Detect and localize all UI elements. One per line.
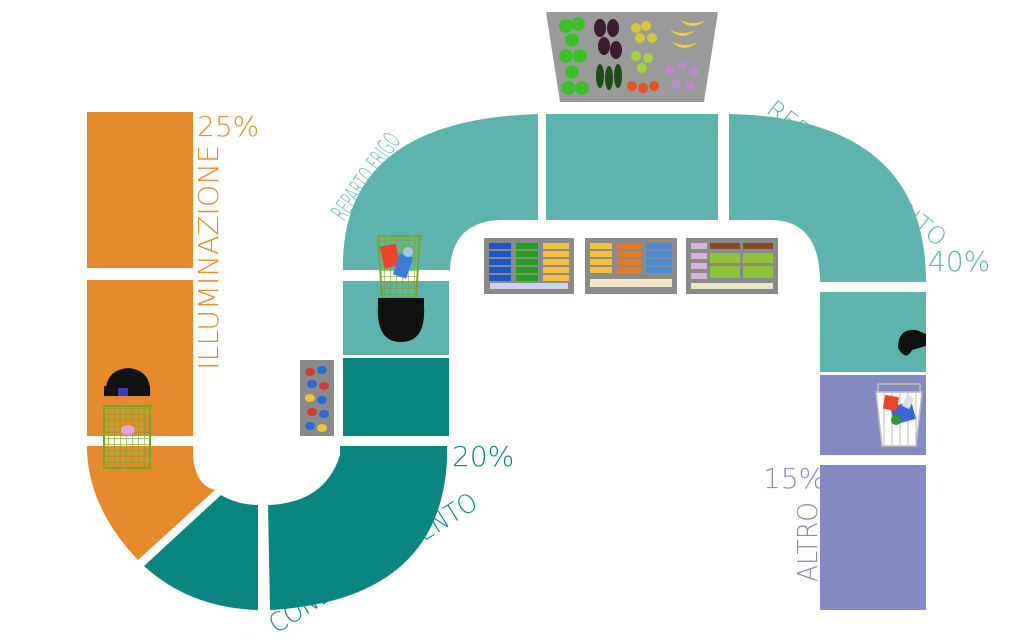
fruit-vegetable-display-icon — [546, 12, 718, 102]
shopper-with-cart-icon — [376, 235, 425, 342]
condizionamento-curve-right — [268, 446, 447, 610]
percent-illuminazione: 25% — [197, 110, 259, 143]
percent-refrigeramento: 40% — [928, 245, 990, 278]
percent-condizionamento: 20% — [452, 440, 514, 473]
condizionamento-block-1 — [343, 358, 449, 436]
label-altro: ALTRO — [791, 502, 824, 582]
condizionamento-curve-left — [144, 495, 258, 610]
illuminazione-block-1 — [87, 112, 193, 268]
product-bin-icon — [300, 360, 334, 436]
reparto-frigo-block-2 — [546, 114, 718, 220]
label-illuminazione: ILLUMINAZIONE — [192, 145, 225, 370]
reparto-frigo-curve — [342, 114, 538, 270]
refrigeramento-curve — [729, 114, 926, 282]
segment-illuminazione — [87, 112, 215, 560]
illuminazione-curve — [87, 446, 215, 560]
percent-altro: 15% — [763, 462, 825, 495]
shopper-with-basket-icon — [875, 329, 926, 447]
refrigerated-shelf-icon — [484, 238, 778, 294]
altro-block-2 — [820, 465, 926, 610]
segment-condizionamento — [144, 358, 449, 610]
shopper-with-cart-icon — [103, 368, 151, 469]
